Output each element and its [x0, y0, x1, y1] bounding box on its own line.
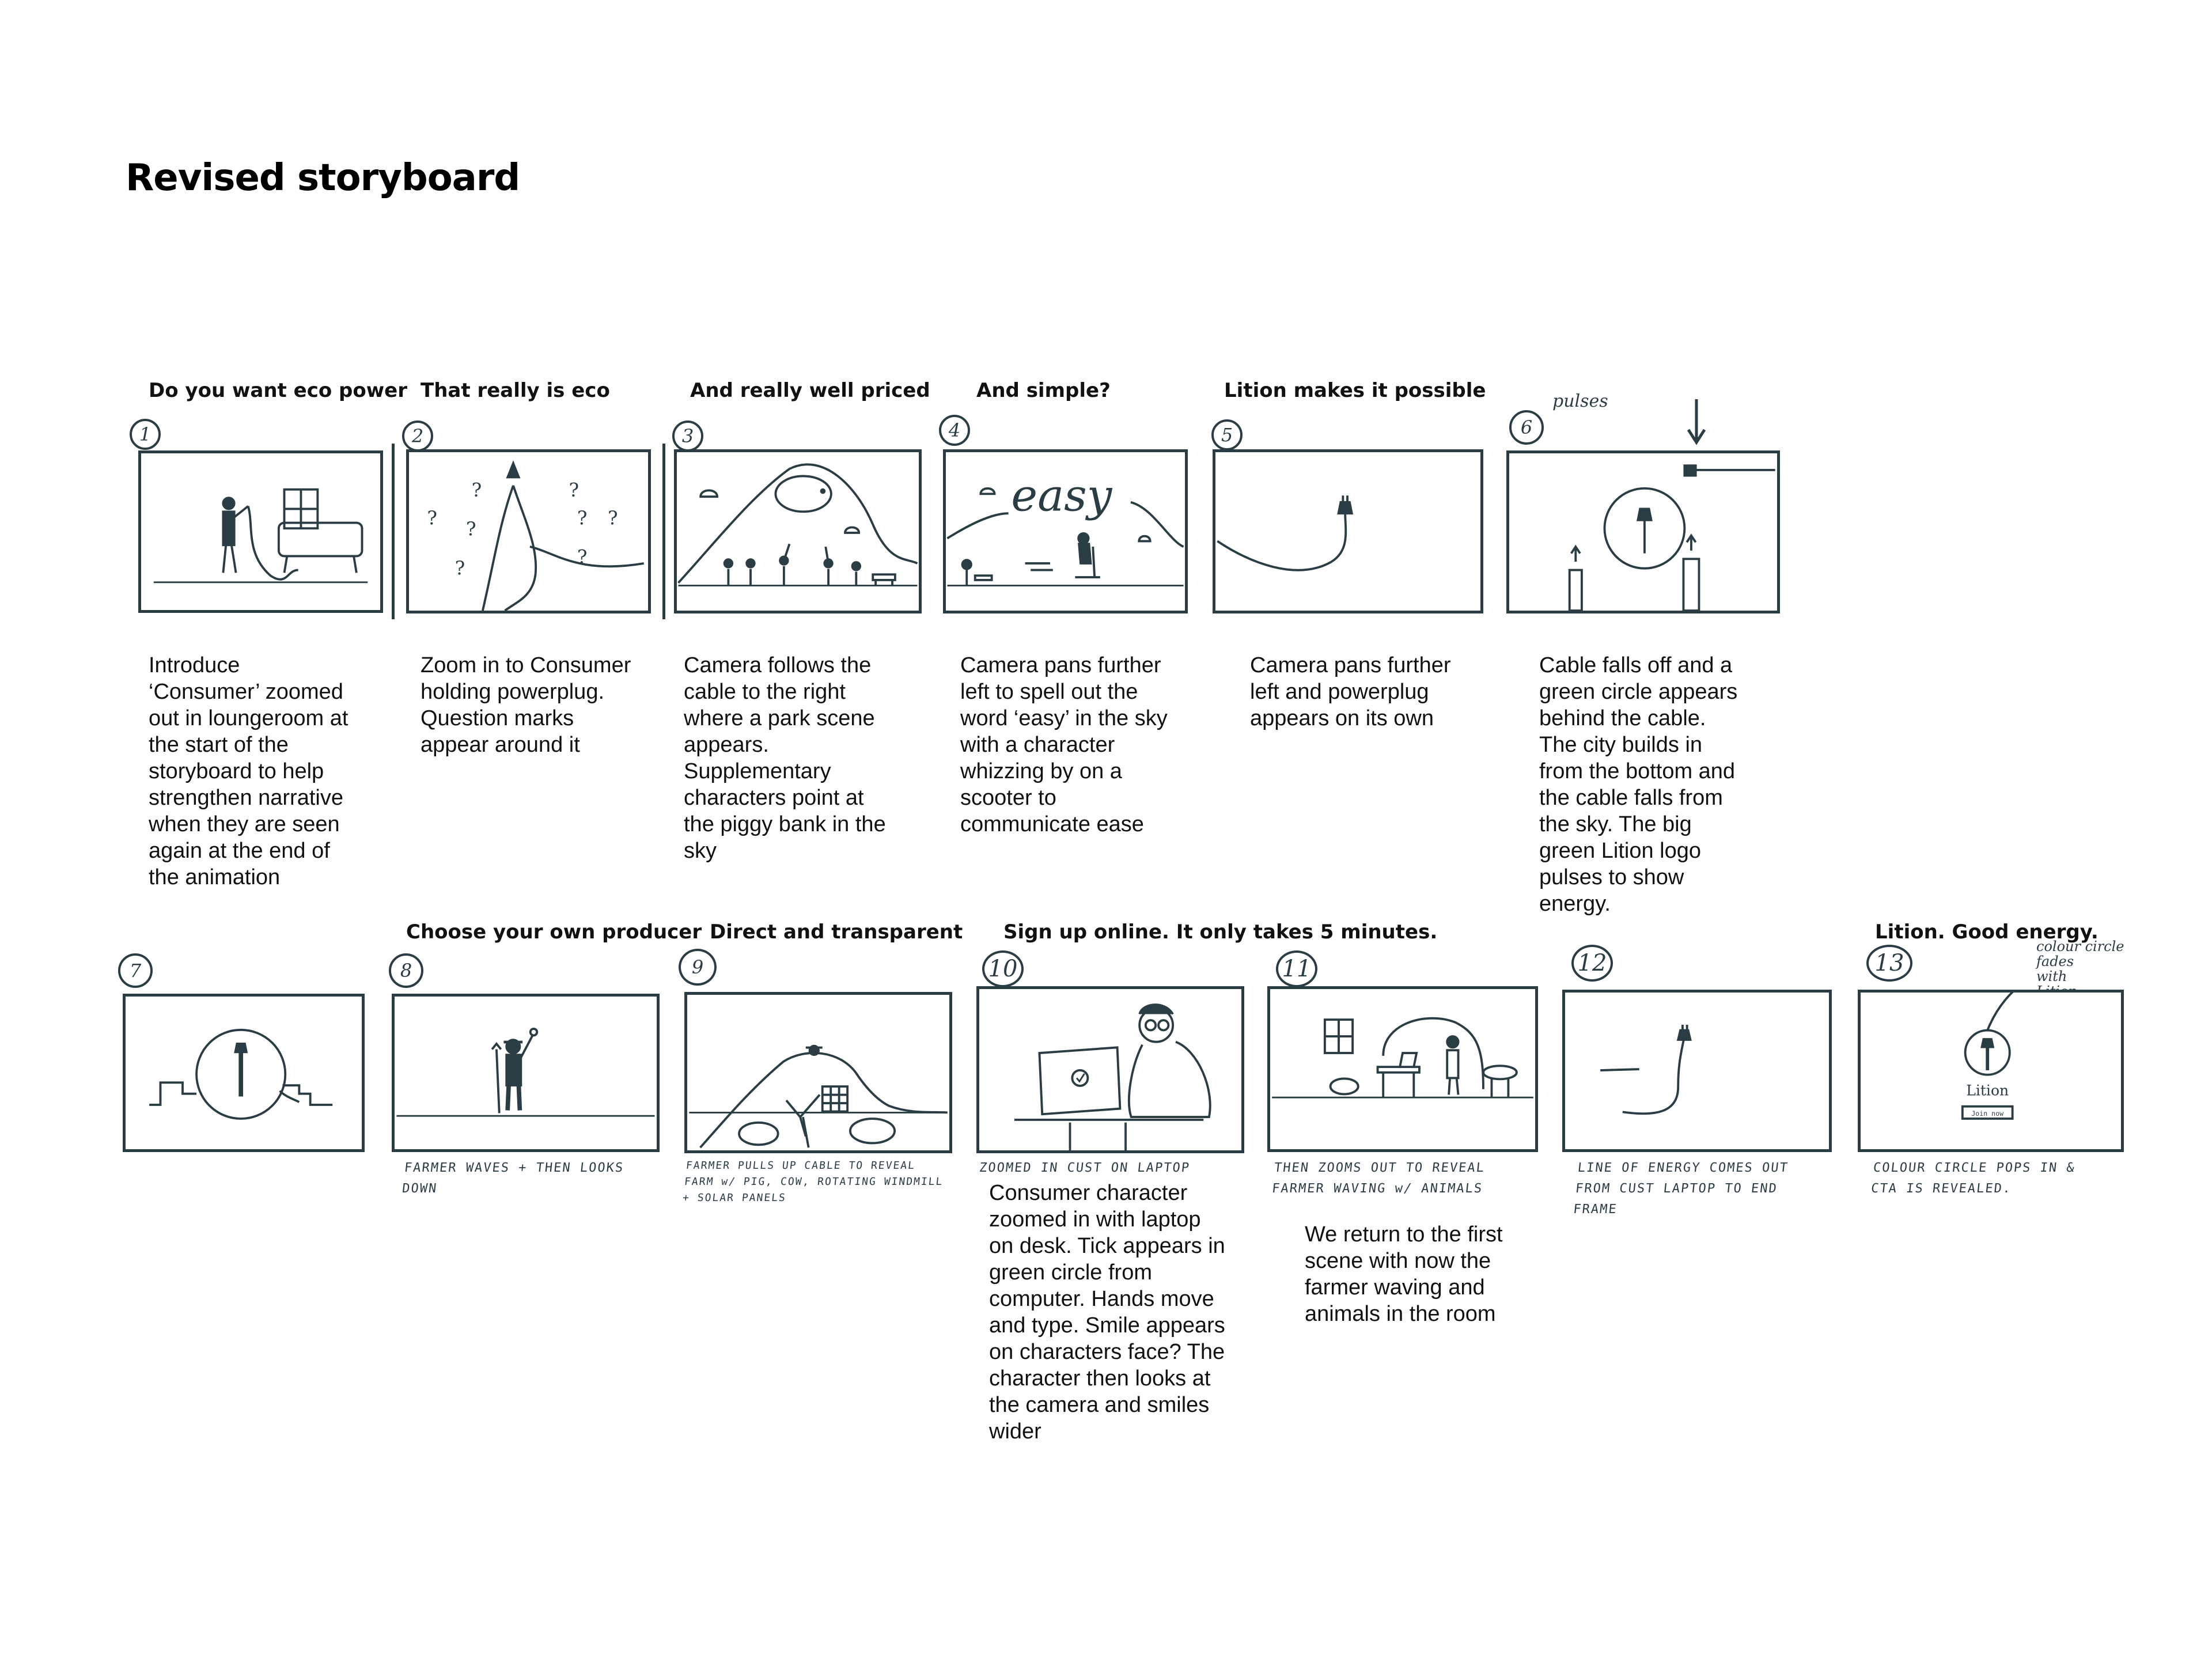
lition-logo-city-sketch	[149, 1028, 333, 1120]
scene-6-number: 6	[1509, 410, 1544, 445]
scene-13-frame: Lition Join now	[1858, 990, 2124, 1152]
scene-10-frame	[976, 986, 1244, 1153]
svg-text:?: ?	[455, 557, 465, 579]
scene-1-frame	[138, 450, 383, 613]
scene-4-description: Camera pans further left to spell out th…	[960, 653, 1168, 836]
scene-1-description: Introduce ‘Consumer’ zoomed out in loung…	[149, 653, 349, 889]
scene-1-title: Do you want eco power	[149, 379, 407, 402]
final-logo-cta-sketch: Lition Join now	[1961, 993, 2014, 1120]
scene-8-title: Choose your own producer	[406, 921, 702, 944]
scene-6-frame	[1506, 450, 1780, 613]
scene-8-frame	[392, 994, 660, 1152]
scene-11-handwritten: THEN ZOOMS OUT TO REVEAL FARMER WAVING w…	[1271, 1161, 1486, 1196]
scene-12-frame	[1562, 990, 1832, 1152]
scene-4-title: And simple?	[976, 379, 1111, 402]
scene-11-description: We return to the first scene with now th…	[1305, 1222, 1503, 1326]
scene-9-frame	[684, 992, 952, 1153]
panel-divider	[392, 444, 395, 619]
scene-2-frame: ??? ??? ??	[406, 449, 651, 613]
scene-5-description: Camera pans further left and powerplug a…	[1250, 653, 1451, 730]
final-cta-text: Join now	[1971, 1109, 2003, 1118]
svg-text:?: ?	[472, 479, 482, 501]
scene-10-handwritten: ZOOMED IN CUST ON LAPTOP	[978, 1161, 1191, 1175]
svg-text:?: ?	[427, 507, 437, 529]
scene-2-description: Zoom in to Consumer holding powerplug. Q…	[421, 653, 631, 757]
lition-circle-city-sketch	[1568, 464, 1775, 611]
down-arrow-icon	[1687, 399, 1706, 445]
sky-word: easy	[1011, 469, 1112, 521]
scene-5-number: 5	[1211, 419, 1243, 450]
svg-text:?: ?	[577, 546, 588, 568]
park-piggybank-sketch	[677, 463, 918, 587]
scene-4-frame: easy	[943, 449, 1188, 613]
scene-13-handwritten: COLOUR CIRCLE POPS IN & CTA IS REVEALED.	[1870, 1161, 2076, 1196]
scene-10-description: Consumer character zoomed in with laptop…	[989, 1181, 1225, 1444]
scene-9-number: 9	[679, 949, 717, 986]
scene-3-description: Camera follows the cable to the right wh…	[684, 653, 886, 863]
scene-4-number: 4	[939, 415, 970, 446]
easy-scooter-sketch: easy	[946, 469, 1184, 587]
scene-6-description: Cable falls off and a green circle appea…	[1539, 653, 1738, 916]
svg-text:?: ?	[466, 518, 476, 540]
farm-hill-sketch	[689, 1044, 948, 1149]
scene-12-handwritten: LINE OF ENERGY COMES OUT FROM CUST LAPTO…	[1572, 1161, 1790, 1217]
scene-13-title: Lition. Good energy.	[1875, 921, 2099, 944]
scene-12-number: 12	[1571, 945, 1613, 982]
powerplug-question-sketch: ??? ??? ??	[427, 460, 645, 611]
scene-2-number: 2	[402, 421, 433, 452]
scene-5-title: Lition makes it possible	[1224, 379, 1486, 402]
scene-6-note: pulses	[1552, 391, 1608, 411]
scene-11-frame	[1267, 986, 1538, 1152]
scene-5-frame	[1213, 449, 1483, 613]
room-farmer-animals-sketch	[1272, 1017, 1533, 1099]
scene-10-number: 10	[982, 950, 1024, 987]
consumer-laptop-sketch	[1014, 1003, 1211, 1150]
scene-3-number: 3	[672, 421, 703, 452]
scene-8-handwritten: FARMER WAVES + THEN LOOKS DOWN	[401, 1161, 625, 1196]
scene-7-number: 7	[118, 953, 153, 988]
panel-divider	[662, 444, 665, 619]
scene-9-handwritten: FARMER PULLS UP CABLE TO REVEAL FARM w/ …	[682, 1160, 944, 1204]
scene-2-title: That really is eco	[421, 379, 610, 402]
svg-text:?: ?	[569, 479, 579, 501]
farmer-waving-sketch	[396, 1027, 655, 1117]
scene-7-frame	[123, 994, 365, 1152]
scene-13-number: 13	[1866, 945, 1912, 982]
energy-line-sketch	[1600, 1024, 1692, 1115]
scene-8-number: 8	[389, 953, 423, 988]
svg-text:?: ?	[608, 507, 618, 529]
scene-1-number: 1	[130, 419, 161, 450]
cable-plug-sketch	[1217, 495, 1354, 571]
loungeroom-sketch	[153, 488, 368, 584]
scene-3-frame	[674, 449, 922, 613]
final-logo-text: Lition	[1966, 1082, 2009, 1099]
scene-11-number: 11	[1276, 950, 1317, 987]
page-title: Revised storyboard	[126, 157, 520, 199]
scene-9-title: Direct and transparent	[710, 921, 963, 944]
scene-10-title: Sign up online. It only takes 5 minutes.	[1003, 921, 1438, 944]
svg-text:?: ?	[577, 507, 588, 529]
scene-3-title: And really well priced	[690, 379, 930, 402]
